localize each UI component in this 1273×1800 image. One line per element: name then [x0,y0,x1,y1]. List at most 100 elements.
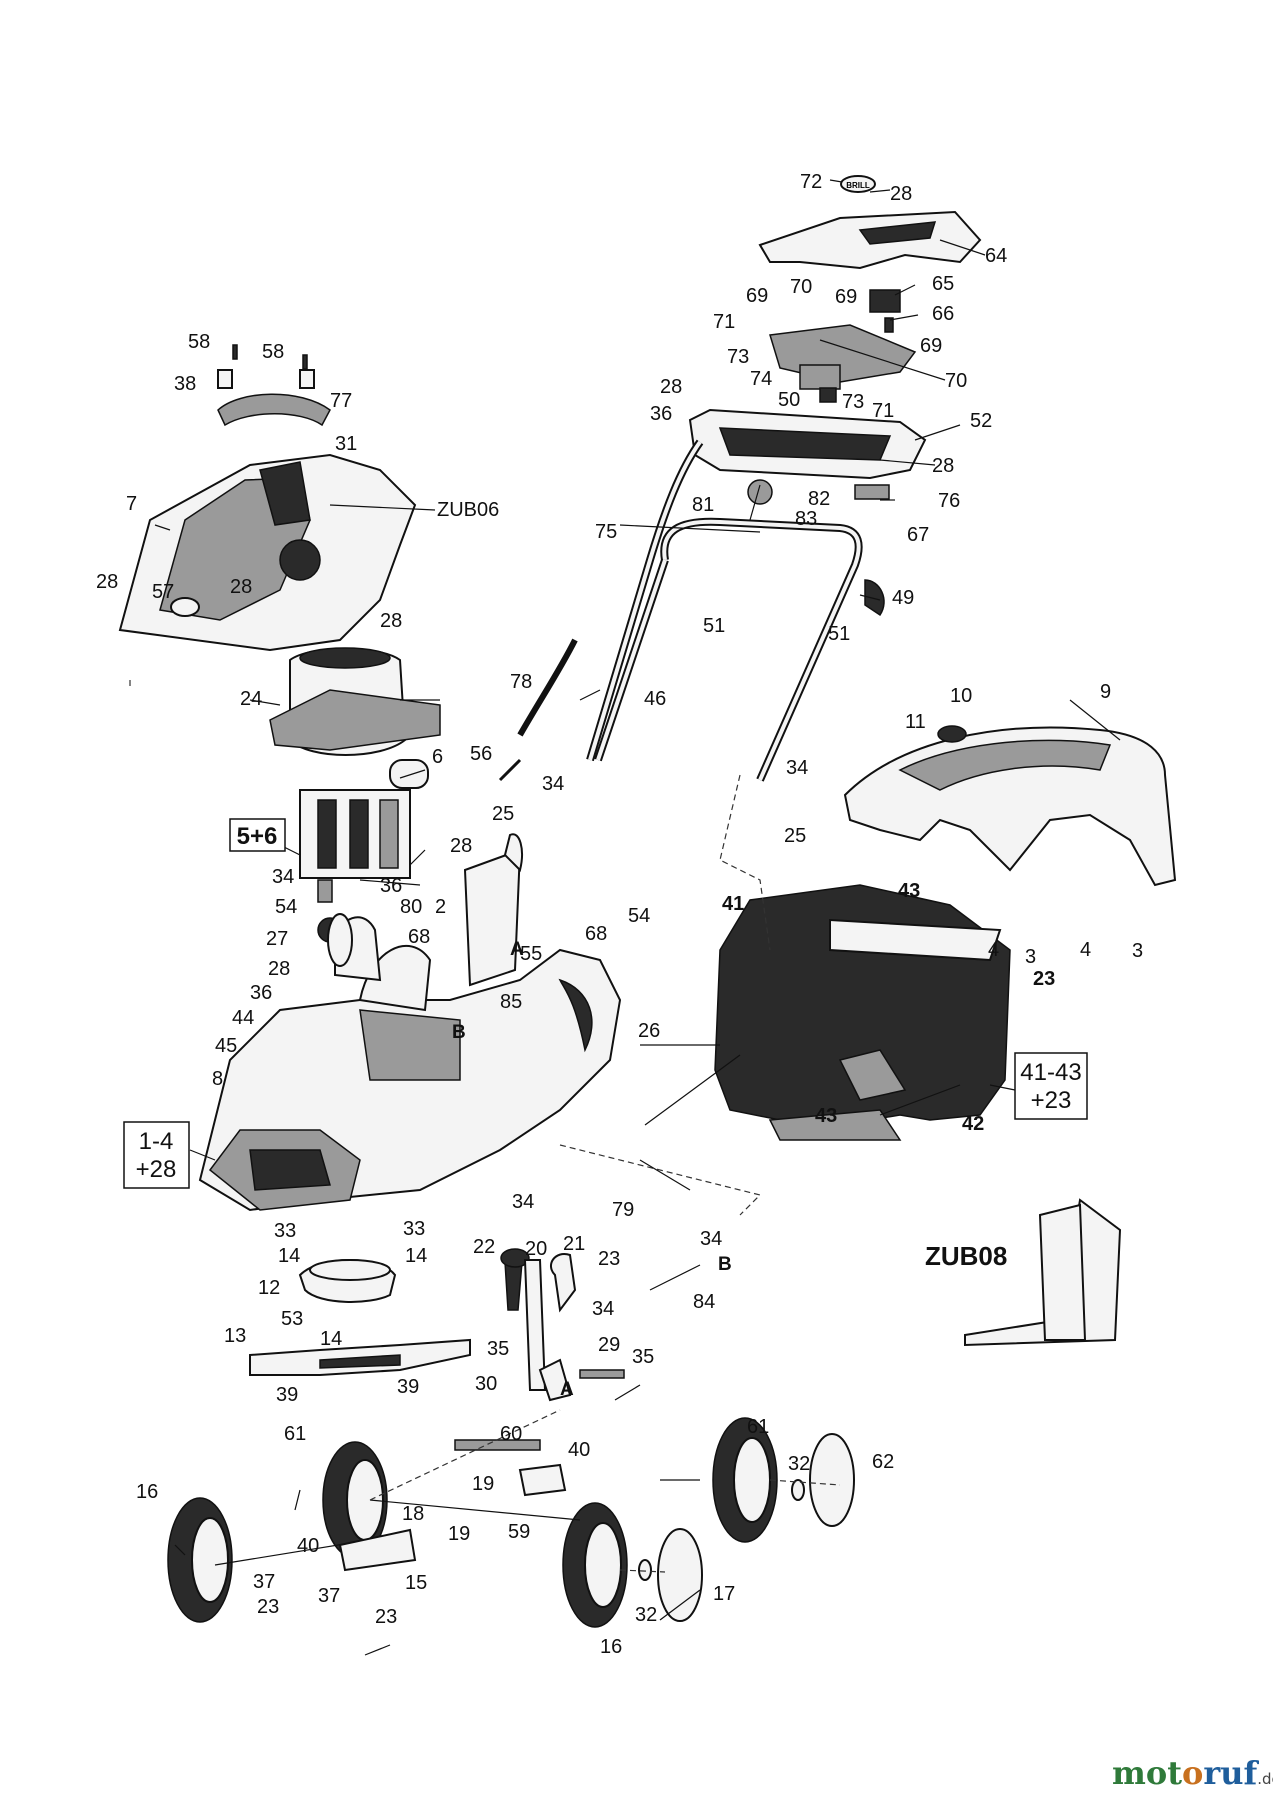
label-4: 4 [988,939,999,961]
label-18: 18 [402,1503,424,1525]
label-28: 28 [230,576,252,598]
label-55: 55 [520,943,542,965]
label-64: 64 [985,245,1007,267]
label-69: 69 [835,286,857,308]
label-56: 56 [470,743,492,765]
label-71: 71 [872,400,894,422]
label-51: 51 [703,615,725,637]
label-69: 69 [746,285,768,307]
brill-badge-text: BRILL [846,181,870,190]
label-67: 67 [907,524,929,546]
label-51: 51 [828,623,850,645]
label-58: 58 [262,341,284,363]
label-73: 73 [842,391,864,413]
mower-deck [198,944,622,1212]
label-35: 35 [487,1338,509,1360]
label-60: 60 [500,1423,522,1445]
label-30: 30 [475,1373,497,1395]
label-34: 34 [272,866,294,888]
label-70: 70 [790,276,812,298]
label-53: 53 [281,1308,303,1330]
ref-A: A [510,939,524,960]
label-14: 14 [405,1245,427,1267]
label-65: 65 [932,273,954,295]
motor-hood [118,453,417,652]
label-57: 57 [152,581,174,603]
label-81: 81 [692,494,714,516]
label-23: 23 [257,1596,279,1618]
label-38: 38 [174,373,196,395]
label-83: 83 [795,508,817,530]
label-41: 41 [722,893,744,915]
wheels [167,1417,855,1628]
label-21: 21 [563,1233,585,1255]
kit-box-5-6: 5+6 [229,818,286,852]
label-19: 19 [448,1523,470,1545]
label-34: 34 [592,1298,614,1320]
label-14: 14 [320,1328,342,1350]
kit-box-41-43: 41-43 +23 [1014,1052,1088,1120]
label-17: 17 [713,1583,735,1605]
label-50: 50 [778,389,800,411]
label-70: 70 [945,370,967,392]
label-85: 85 [500,991,522,1013]
label-29: 29 [598,1334,620,1356]
label-16: 16 [136,1481,158,1503]
label-7: 7 [126,493,137,515]
label-22: 22 [473,1236,495,1258]
label-19: 19 [472,1473,494,1495]
label-28: 28 [890,183,912,205]
label-78: 78 [510,671,532,693]
kit-1-4-line1: 1-4 [139,1128,174,1155]
label-14: 14 [278,1245,300,1267]
label-79: 79 [612,1199,634,1221]
label-23: 23 [375,1606,397,1628]
label-52: 52 [970,410,992,432]
label-6: 6 [432,746,443,768]
ref-B: B [718,1254,732,1275]
kit-box-1-4: 1-4 +28 [123,1121,190,1189]
label-25: 25 [784,825,806,847]
label-12: 12 [258,1277,280,1299]
label-2: 2 [435,896,446,918]
motoruf-watermark: motoruf.de [1112,1754,1273,1792]
carry-handle [217,344,331,427]
label-35: 35 [632,1346,654,1368]
label-36: 36 [250,982,272,1004]
label-33: 33 [274,1220,296,1242]
label-13: 13 [224,1325,246,1347]
mulch-insert [964,1198,1122,1347]
label-32: 32 [635,1604,657,1626]
kit-1-4-line2: +28 [136,1156,177,1183]
label-24: 24 [240,688,262,710]
label-28: 28 [932,455,954,477]
label-61: 61 [284,1423,306,1445]
ref-B: B [452,1022,466,1043]
label-9: 9 [1100,681,1111,703]
label-54: 54 [275,896,297,918]
label-20: 20 [525,1238,547,1260]
label-36: 36 [380,875,402,897]
label-72: 72 [800,171,822,193]
label-62: 62 [872,1451,894,1473]
label-8: 8 [212,1068,223,1090]
leader-lines [154,179,1121,1656]
label-ZUB08: ZUB08 [925,1241,1007,1271]
label-66: 66 [932,303,954,325]
label-71: 71 [713,311,735,333]
label-33: 33 [403,1218,425,1240]
axles [214,1439,581,1572]
label-28: 28 [268,958,290,980]
label-46: 46 [644,688,666,710]
label-68: 68 [408,926,430,948]
handle-top-cover: BRILL [758,175,982,270]
label-34: 34 [700,1228,722,1250]
kit-41-43-line2: +23 [1031,1087,1072,1114]
label-77: 77 [330,390,352,412]
label-68: 68 [585,923,607,945]
label-40: 40 [297,1535,319,1557]
label-44: 44 [232,1007,254,1029]
label-49: 49 [892,587,914,609]
label-82: 82 [808,488,830,510]
